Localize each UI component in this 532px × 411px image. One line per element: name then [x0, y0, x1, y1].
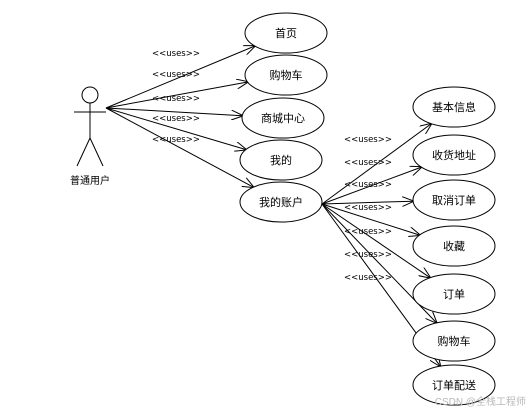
relation-label-favorites: <<uses>> — [344, 203, 392, 213]
use-case-label: 基本信息 — [432, 100, 476, 114]
relation-label-orders: <<uses>> — [344, 227, 392, 237]
use-case-label: 我的 — [270, 153, 292, 167]
relation-line-mine — [105, 107, 246, 150]
relation-label-mine: <<uses>> — [152, 114, 200, 124]
relation-line-favorites — [321, 203, 420, 235]
use-case-ellipse — [412, 225, 496, 267]
watermark: CSDN @全栈工程师 — [434, 397, 526, 408]
relation-line-account — [105, 107, 253, 187]
use-case-label: 收货地址 — [432, 148, 476, 162]
use-case-basic-info: 基本信息 — [412, 86, 496, 128]
use-case-label: 购物车 — [438, 334, 471, 348]
relation-label-shipping-addr: <<uses>> — [344, 158, 392, 168]
use-case-mine: 我的 — [239, 139, 323, 181]
use-case-label: 订单 — [443, 288, 465, 301]
relation-line-home — [105, 46, 255, 109]
relation-label-home: <<uses>> — [152, 49, 200, 59]
use-case-ellipse — [244, 12, 328, 54]
use-case-shipping-addr: 收货地址 — [412, 134, 496, 176]
actor-stick-figure — [74, 86, 106, 167]
relation-label-cancel-order: <<uses>> — [344, 180, 392, 190]
use-case-home: 首页 — [244, 12, 328, 54]
use-case-ellipse — [241, 97, 325, 139]
relation-line-mall — [105, 107, 242, 116]
use-case-ellipse — [244, 54, 328, 96]
use-case-ellipse — [412, 179, 496, 221]
relation-line-orders — [321, 203, 430, 278]
use-case-label: 取消订单 — [432, 193, 476, 207]
relation-line-cart — [105, 82, 248, 109]
use-case-label: 订单配送 — [432, 378, 476, 392]
relation-line-shipping-addr — [321, 167, 421, 205]
use-case-ellipse — [239, 139, 323, 181]
use-case-label: 购物车 — [270, 68, 303, 82]
use-case-label: 收藏 — [443, 239, 465, 253]
use-case-label: 商城中心 — [261, 111, 305, 125]
relation-label-account: <<uses>> — [152, 135, 200, 145]
use-case-label: 首页 — [275, 26, 297, 40]
use-case-favorites: 收藏 — [412, 225, 496, 267]
relation-label-delivery: <<uses>> — [344, 273, 392, 283]
relation-label-mall: <<uses>> — [152, 94, 200, 104]
relation-labels: <<uses>> <<uses>> <<uses>> <<uses>> <<uses>>… — [152, 49, 392, 283]
use-case-label: 我的账户 — [259, 195, 303, 209]
use-case-ellipse — [412, 134, 496, 176]
use-case-ellipse — [412, 86, 496, 128]
use-case-cart2: 购物车 — [412, 320, 496, 362]
use-case-ellipse — [412, 320, 496, 362]
use-case-account: 我的账户 — [239, 181, 323, 223]
use-case-orders: 订单 — [412, 273, 496, 315]
relation-label-cart2: <<uses>> — [344, 250, 392, 260]
use-case-cancel-order: 取消订单 — [412, 179, 496, 221]
use-case-ellipse — [412, 273, 496, 315]
actor-label: 普通用户 — [70, 174, 110, 187]
use-case-cart: 购物车 — [244, 54, 328, 96]
relation-label-cart: <<uses>> — [152, 70, 200, 80]
use-case-mall: 商城中心 — [241, 97, 325, 139]
relation-label-basic-info: <<uses>> — [344, 135, 392, 145]
use-case-ellipse — [239, 181, 323, 223]
relation-line-basic-info — [321, 124, 431, 205]
use-case-delivery: 订单配送 — [412, 364, 496, 406]
use-case-ellipse — [412, 364, 496, 406]
relation-line-cancel-order — [321, 201, 413, 204]
